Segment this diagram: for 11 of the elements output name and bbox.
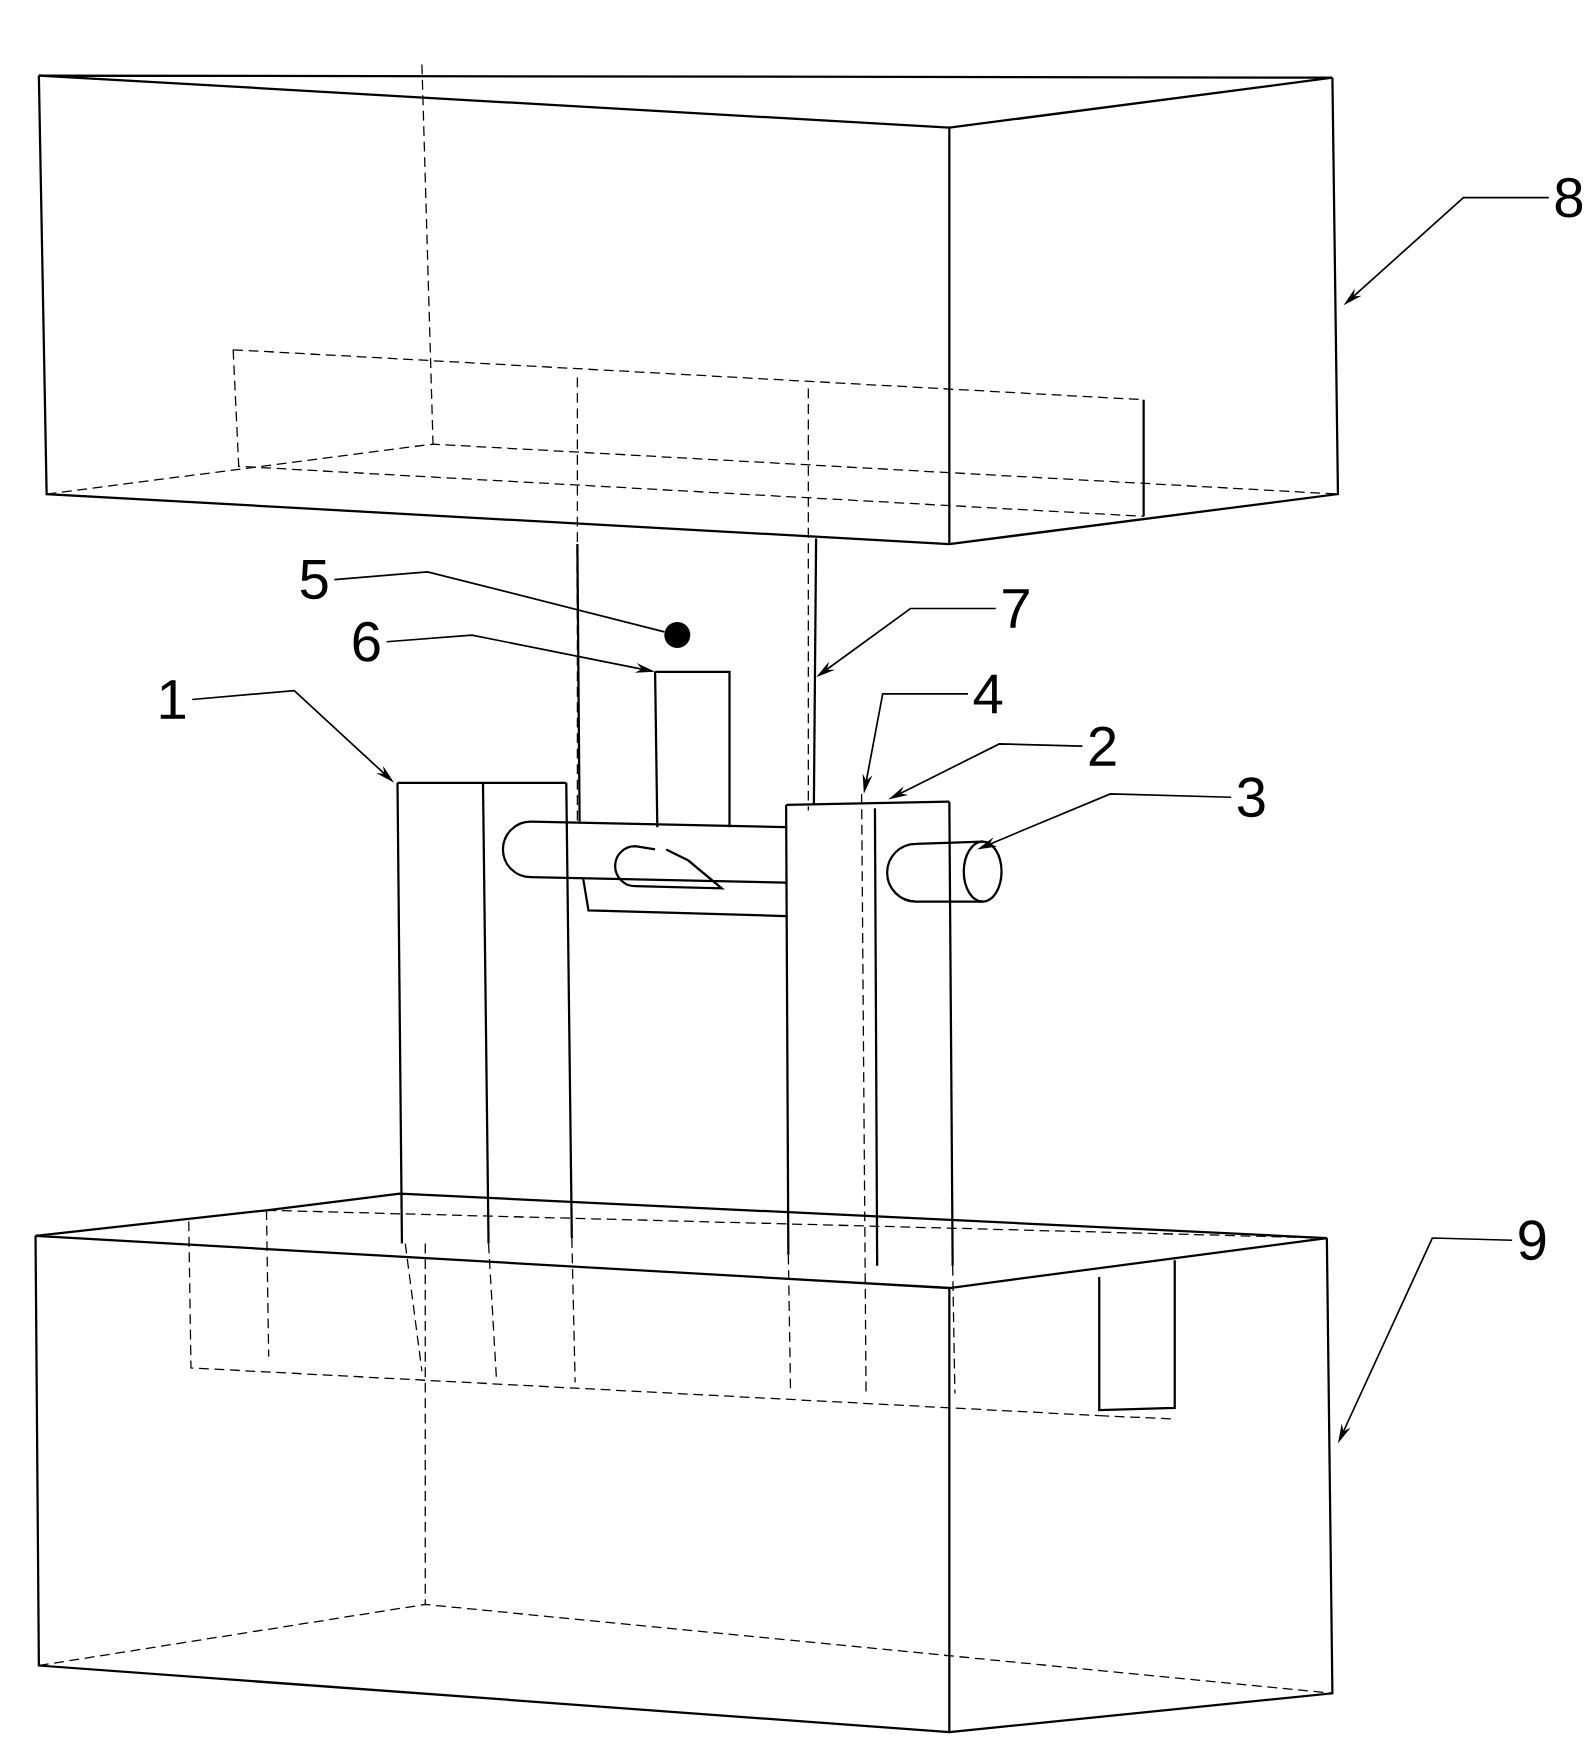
callout-number: 9 [1519, 1220, 1546, 1261]
callout-number: 2 [1089, 726, 1116, 766]
leader-line [333, 570, 666, 633]
callout-number: 6 [353, 621, 380, 662]
callout-number: 1 [160, 680, 185, 719]
callout-number: 7 [1003, 589, 1029, 628]
callout-number: 5 [300, 560, 328, 600]
callout-number: 3 [1237, 777, 1265, 818]
callout-number: 4 [973, 674, 1002, 714]
callout-number: 8 [1555, 177, 1582, 218]
ball [664, 622, 691, 649]
